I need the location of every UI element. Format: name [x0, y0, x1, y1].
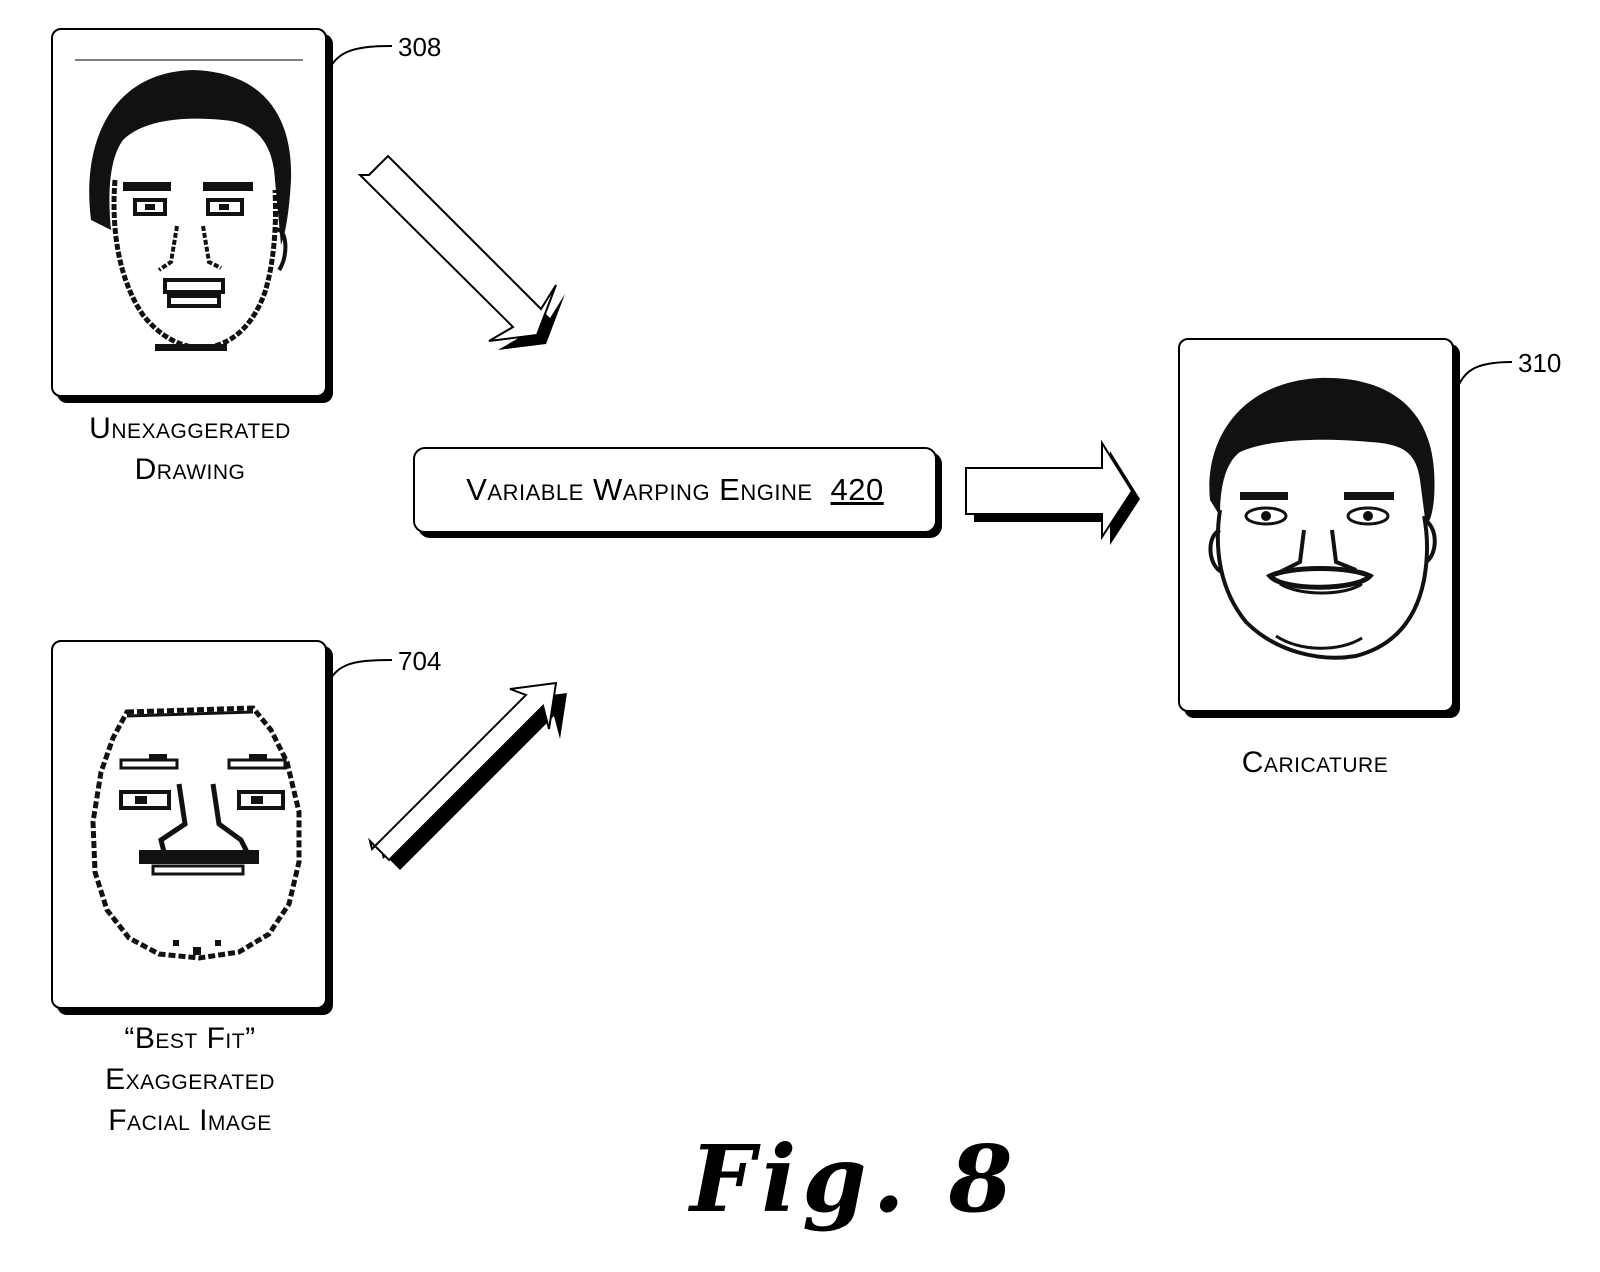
engine-reference-number: 420 — [830, 472, 884, 507]
caption-line: Drawing — [134, 453, 246, 486]
unexaggerated-face-image — [75, 59, 303, 351]
engine-label: Variable Warping Engine — [466, 472, 813, 507]
best-fit-image-caption: “Best Fit” Exaggerated Facial Image — [30, 1018, 350, 1141]
leader-line-310 — [1454, 361, 1513, 396]
arrow-down-right — [357, 154, 565, 350]
reference-number-310: 310 — [1518, 348, 1562, 378]
leader-line-308 — [324, 45, 393, 79]
caption-line: Facial Image — [108, 1104, 272, 1137]
reference-number-308: 308 — [398, 32, 442, 62]
caricature-caption: Caricature — [1160, 742, 1470, 783]
best-fit-image-panel — [51, 640, 327, 1009]
leader-line-704 — [324, 659, 393, 691]
caption-line: Unexaggerated — [89, 412, 291, 445]
best-fit-face-image — [90, 705, 302, 961]
figure-label: Fig. 8 — [690, 1125, 1019, 1233]
caricature-face-image — [1208, 377, 1437, 660]
caption-line: Caricature — [1241, 746, 1389, 779]
arrow-right — [965, 439, 1140, 545]
variable-warping-engine-box: Variable Warping Engine 420 — [413, 447, 937, 533]
caption-line: Exaggerated — [105, 1063, 275, 1096]
caricature-panel — [1178, 338, 1454, 712]
unexaggerated-drawing-panel — [51, 28, 327, 397]
reference-number-704: 704 — [398, 646, 442, 676]
unexaggerated-drawing-caption: Unexaggerated Drawing — [30, 408, 350, 490]
caption-line: “Best Fit” — [124, 1022, 256, 1055]
arrow-up-right — [368, 681, 567, 870]
